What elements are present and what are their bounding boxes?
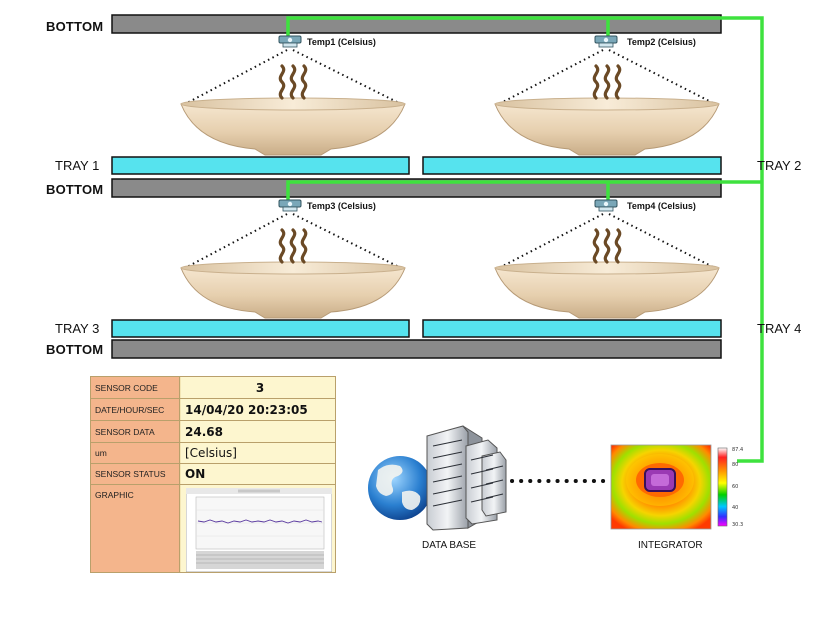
- bowl-1: [180, 97, 406, 156]
- sensor-code-value: 3: [181, 377, 335, 398]
- sensor-data-value: 24.68: [181, 421, 335, 442]
- bowl-2: [494, 97, 720, 156]
- tray-2: [422, 156, 722, 175]
- row-key: SENSOR STATUS: [91, 464, 180, 484]
- row-key: GRAPHIC: [91, 485, 180, 572]
- tray-3: [111, 319, 410, 338]
- thermal-scale-label: 30.3: [732, 522, 743, 528]
- integrator-caption: INTEGRATOR: [638, 540, 703, 551]
- table-row-datetime: DATE/HOUR/SEC 14/04/20 20:23:05: [91, 399, 335, 421]
- datetime-value: 14/04/20 20:23:05: [181, 399, 335, 420]
- tray-3-label: TRAY 3: [55, 321, 100, 336]
- row-key: SENSOR CODE: [91, 377, 180, 398]
- sensor-3-label: Temp3 (Celsius): [307, 201, 376, 211]
- sensor-4-label: Temp4 (Celsius): [627, 201, 696, 211]
- bowl-4: [494, 261, 720, 319]
- tray-1-label: TRAY 1: [55, 158, 100, 173]
- database-caption: DATA BASE: [422, 540, 477, 551]
- sensing-cone-3: [184, 213, 402, 269]
- status-value: ON: [181, 464, 335, 484]
- thermal-scale-label: 80: [732, 462, 738, 468]
- row-key: SENSOR DATA: [91, 421, 180, 442]
- steam-icon-1: [278, 64, 308, 100]
- sensing-cone-1: [184, 49, 402, 105]
- table-row-graphic: GRAPHIC: [91, 485, 335, 572]
- tray-4-label: TRAY 4: [757, 321, 802, 336]
- table-row-sensor-data: SENSOR DATA 24.68: [91, 421, 335, 443]
- unit-value: [Celsius]: [181, 443, 335, 463]
- steam-icon-3: [278, 228, 308, 264]
- table-row-status: SENSOR STATUS ON: [91, 464, 335, 485]
- temp-sensor-2: [594, 35, 618, 48]
- tray-2-label: TRAY 2: [757, 158, 802, 173]
- row-key: um: [91, 443, 180, 463]
- mini-chart-thumbnail: [186, 488, 332, 572]
- temp-sensor-3: [278, 199, 302, 212]
- bottom-plate-3: [111, 339, 722, 359]
- thermal-scale-label: 60: [732, 484, 738, 490]
- table-row-unit: um [Celsius]: [91, 443, 335, 464]
- sensor-wiring: [286, 16, 764, 463]
- bottom-label-2: BOTTOM: [46, 182, 104, 197]
- integrator-thermal-image: [610, 444, 728, 530]
- row-key: DATE/HOUR/SEC: [91, 399, 180, 420]
- thermal-scale-label: 40: [732, 505, 738, 511]
- bottom-label-1: BOTTOM: [46, 19, 104, 34]
- bowl-3: [180, 261, 406, 319]
- table-row-sensor-code: SENSOR CODE 3: [91, 377, 335, 399]
- graphic-cell: [181, 485, 335, 572]
- tray-4: [422, 319, 722, 338]
- sensor-2-label: Temp2 (Celsius): [627, 37, 696, 47]
- temp-sensor-4: [594, 199, 618, 212]
- steam-icon-4: [592, 228, 622, 264]
- bottom-label-3: BOTTOM: [46, 342, 104, 357]
- sensor-info-table: SENSOR CODE 3 DATE/HOUR/SEC 14/04/20 20:…: [90, 376, 336, 573]
- thermal-scale-label: 87.4: [732, 447, 743, 453]
- sensor-1-label: Temp1 (Celsius): [307, 37, 376, 47]
- tray-1: [111, 156, 410, 175]
- temp-sensor-1: [278, 35, 302, 48]
- steam-icon-2: [592, 64, 622, 100]
- database-icon: [368, 425, 507, 531]
